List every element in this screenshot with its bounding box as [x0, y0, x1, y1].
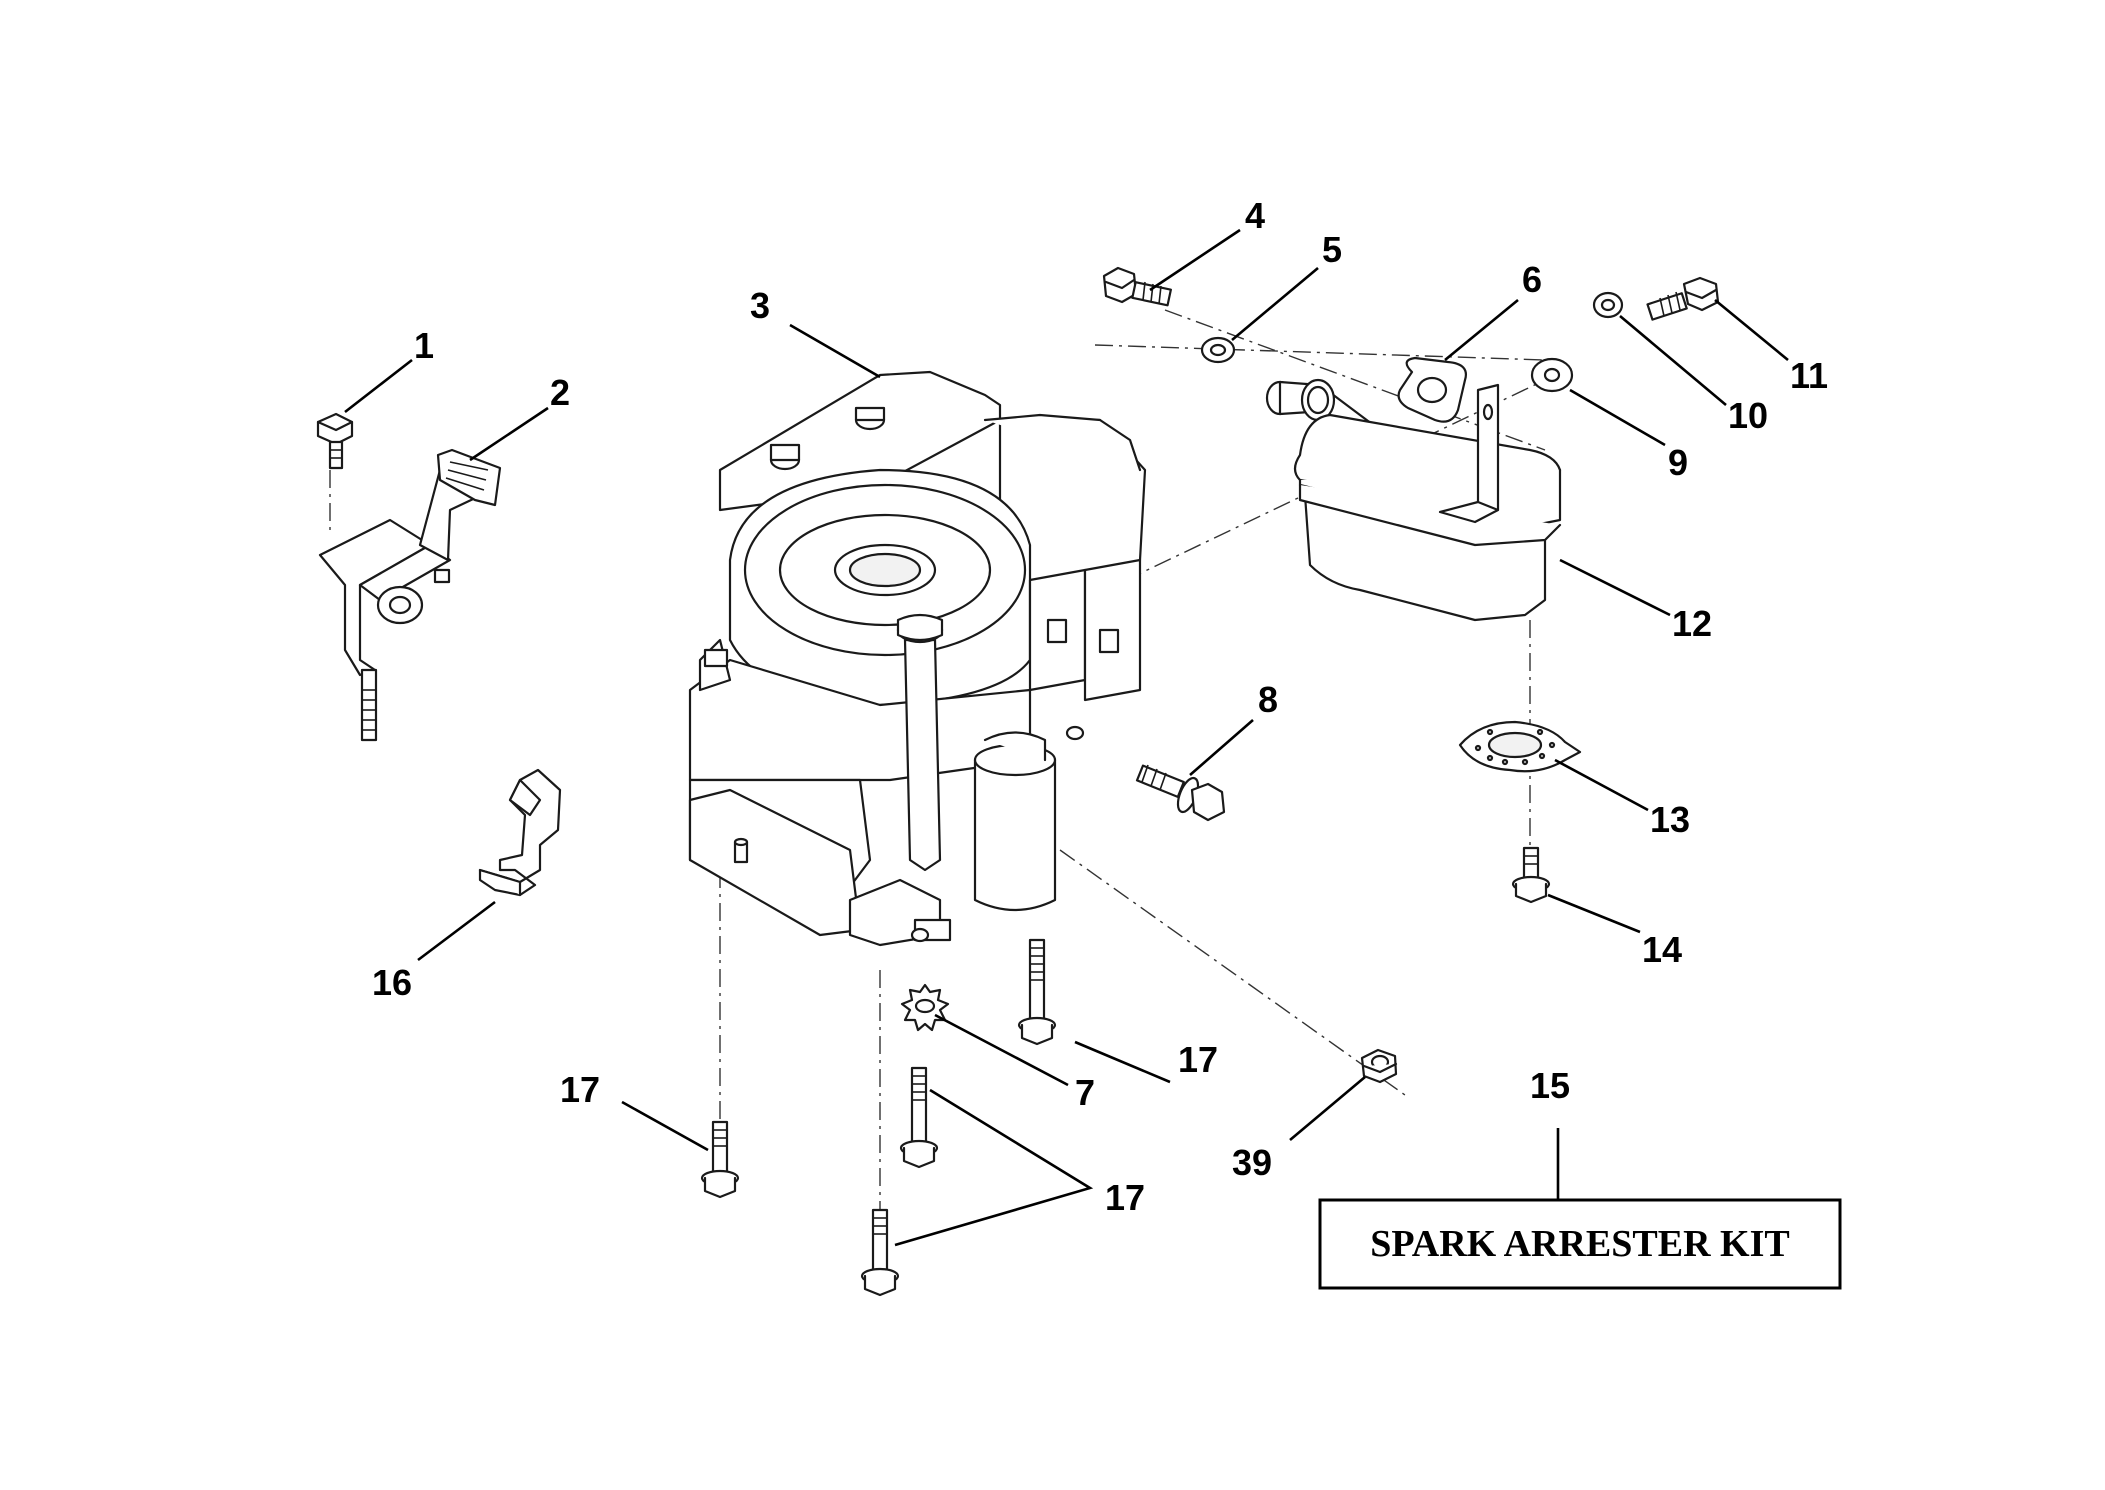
bolt-17-upper-icon	[1017, 938, 1057, 1046]
bolt-11-icon	[1646, 276, 1720, 321]
callout-16: 16	[372, 962, 412, 1003]
nut-39-icon	[1360, 1048, 1398, 1084]
callout-4: 4	[1245, 195, 1265, 236]
leader-lines	[344, 228, 1789, 1247]
washer-5-icon	[1200, 336, 1236, 364]
spark-arrester-kit-label: SPARK ARRESTER KIT	[1370, 1223, 1790, 1265]
spark-arrester-13-icon	[1458, 720, 1582, 773]
callout-17-bottom: 17	[1105, 1177, 1145, 1218]
callout-39: 39	[1232, 1142, 1272, 1183]
clip-16-icon	[478, 768, 562, 897]
muffler-12-icon	[1265, 378, 1562, 622]
callout-15: 15	[1530, 1065, 1570, 1106]
bolt-17-lower-icon	[860, 1208, 900, 1297]
callout-2: 2	[550, 372, 570, 413]
bolt-14-icon	[1511, 846, 1551, 904]
washer-9-icon	[1530, 357, 1574, 393]
spark-arrester-kit-box: SPARK ARRESTER KIT	[1318, 1198, 1842, 1290]
callout-17-left: 17	[560, 1069, 600, 1110]
bolt-1-icon	[316, 412, 354, 470]
callout-5: 5	[1322, 229, 1342, 270]
callout-8: 8	[1258, 679, 1278, 720]
bolt-17-left-icon	[700, 1120, 740, 1199]
callout-labels: 1 2 3 4 5 6 7 8 9 10 11 12 13 14 15 16 1…	[372, 195, 1828, 1218]
callout-10: 10	[1728, 395, 1768, 436]
bolt-17-middle-icon	[899, 1066, 939, 1169]
bolt-8-icon	[1135, 764, 1226, 822]
engine-icon	[688, 370, 1147, 947]
callout-6: 6	[1522, 259, 1542, 300]
callout-1: 1	[414, 325, 434, 366]
callout-14: 14	[1642, 929, 1682, 970]
star-washer-7-icon	[900, 983, 950, 1032]
callout-12: 12	[1672, 603, 1712, 644]
callout-9: 9	[1668, 442, 1688, 483]
throttle-control-icon	[318, 448, 502, 742]
callout-3: 3	[750, 285, 770, 326]
bolt-4-icon	[1102, 266, 1172, 307]
lock-washer-10-icon	[1592, 291, 1624, 319]
callout-17-right: 17	[1178, 1039, 1218, 1080]
callout-7: 7	[1075, 1072, 1095, 1113]
gasket-6-icon	[1397, 356, 1467, 423]
callout-11: 11	[1790, 355, 1828, 396]
callout-13: 13	[1650, 799, 1690, 840]
